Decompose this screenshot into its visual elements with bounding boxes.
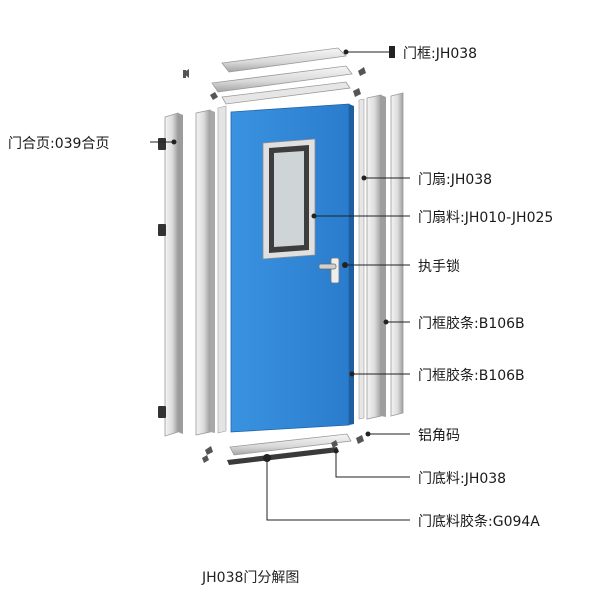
label-door-leaf: 门扇:JH038 bbox=[418, 172, 493, 188]
bottom-sill bbox=[227, 433, 352, 465]
label-bottom-seal: 门底料胶条:G094A bbox=[418, 514, 540, 530]
right-frame-posts bbox=[358, 92, 404, 420]
label-door-frame: 门框:JH038 bbox=[403, 46, 478, 62]
label-hinge: 门合页:039合页 bbox=[8, 136, 110, 152]
label-frame-seal-1: 门框胶条:B106B bbox=[418, 316, 525, 332]
handle-lock bbox=[318, 257, 348, 284]
leader-lines bbox=[150, 51, 410, 521]
door-window bbox=[262, 138, 316, 260]
label-handle-lock: 执手锁 bbox=[418, 259, 460, 275]
left-leaf-posts bbox=[195, 105, 227, 436]
door-panel bbox=[230, 103, 354, 433]
diagram-caption: JH038门分解图 bbox=[202, 570, 300, 586]
left-frame-post bbox=[164, 112, 183, 437]
top-frame-bar bbox=[211, 47, 353, 105]
label-bottom-material: 门底料:JH038 bbox=[418, 471, 507, 487]
label-leaf-material: 门扇料:JH010-JH025 bbox=[418, 210, 554, 226]
top-corner-connectors bbox=[183, 67, 366, 100]
label-frame-seal-2: 门框胶条:B106B bbox=[418, 368, 525, 384]
leader-markers bbox=[171, 46, 395, 462]
hinge-icons bbox=[158, 138, 166, 418]
bottom-corner-connectors bbox=[202, 435, 364, 463]
label-corner-connector: 铝角码 bbox=[418, 428, 460, 444]
